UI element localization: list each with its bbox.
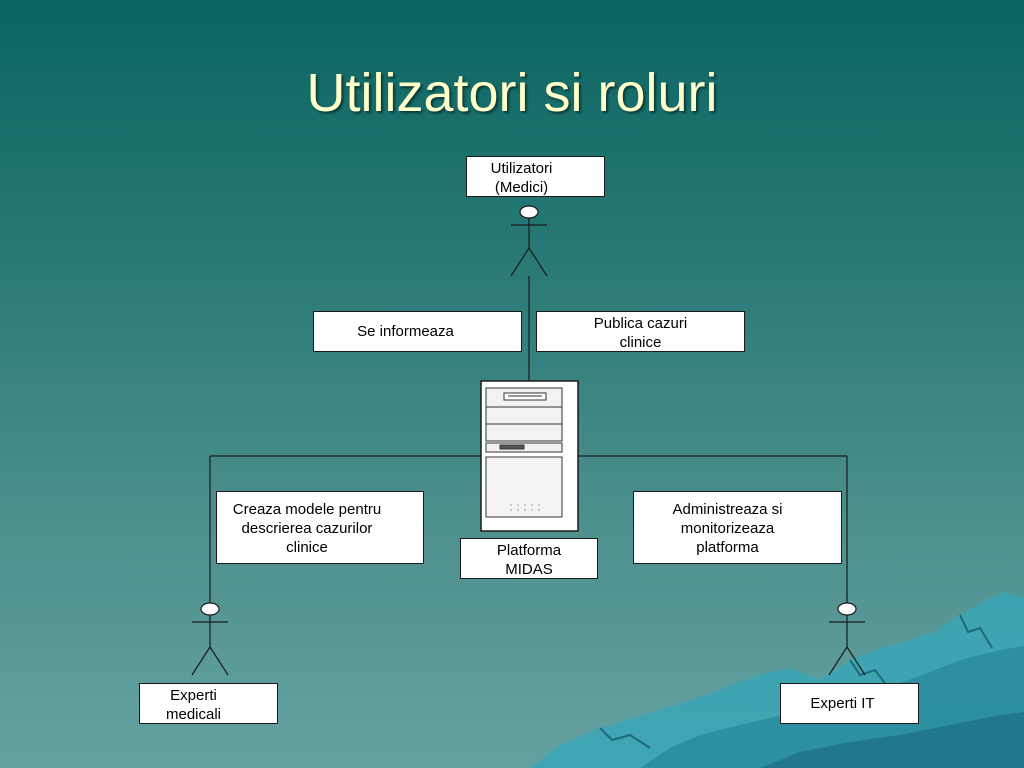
node-label: Administreaza si monitorizeaza platforma [672, 501, 783, 556]
node-label: Platforma MIDAS [496, 542, 562, 578]
node-utilizatori-medici: Utilizatori (Medici) [466, 156, 605, 197]
node-se-informeaza: Se informeaza [313, 311, 522, 352]
computer-tower-icon [480, 380, 579, 532]
node-label: Creaza modele pentru descrierea cazurilo… [232, 501, 382, 556]
mountain-decoration [530, 592, 1024, 768]
node-label: Publica cazuri clinice [593, 315, 688, 351]
connector-lines [209, 276, 848, 603]
node-label: Experti IT [810, 695, 875, 712]
node-label: Experti medicali [165, 687, 222, 723]
node-administreaza: Administreaza si monitorizeaza platforma [633, 491, 842, 564]
node-label: Se informeaza [357, 323, 454, 340]
node-platforma-midas: Platforma MIDAS [460, 538, 598, 579]
actor-icon [191, 602, 229, 676]
actor-icon [828, 602, 866, 676]
actor-icon [510, 205, 548, 277]
node-experti-it: Experti IT [780, 683, 919, 724]
slide-title: Utilizatori si roluri [306, 63, 718, 123]
node-creaza-modele: Creaza modele pentru descrierea cazurilo… [216, 491, 424, 564]
node-label: Utilizatori (Medici) [490, 160, 553, 196]
node-experti-medicali: Experti medicali [139, 683, 278, 724]
node-publica-cazuri-clinice: Publica cazuri clinice [536, 311, 745, 352]
